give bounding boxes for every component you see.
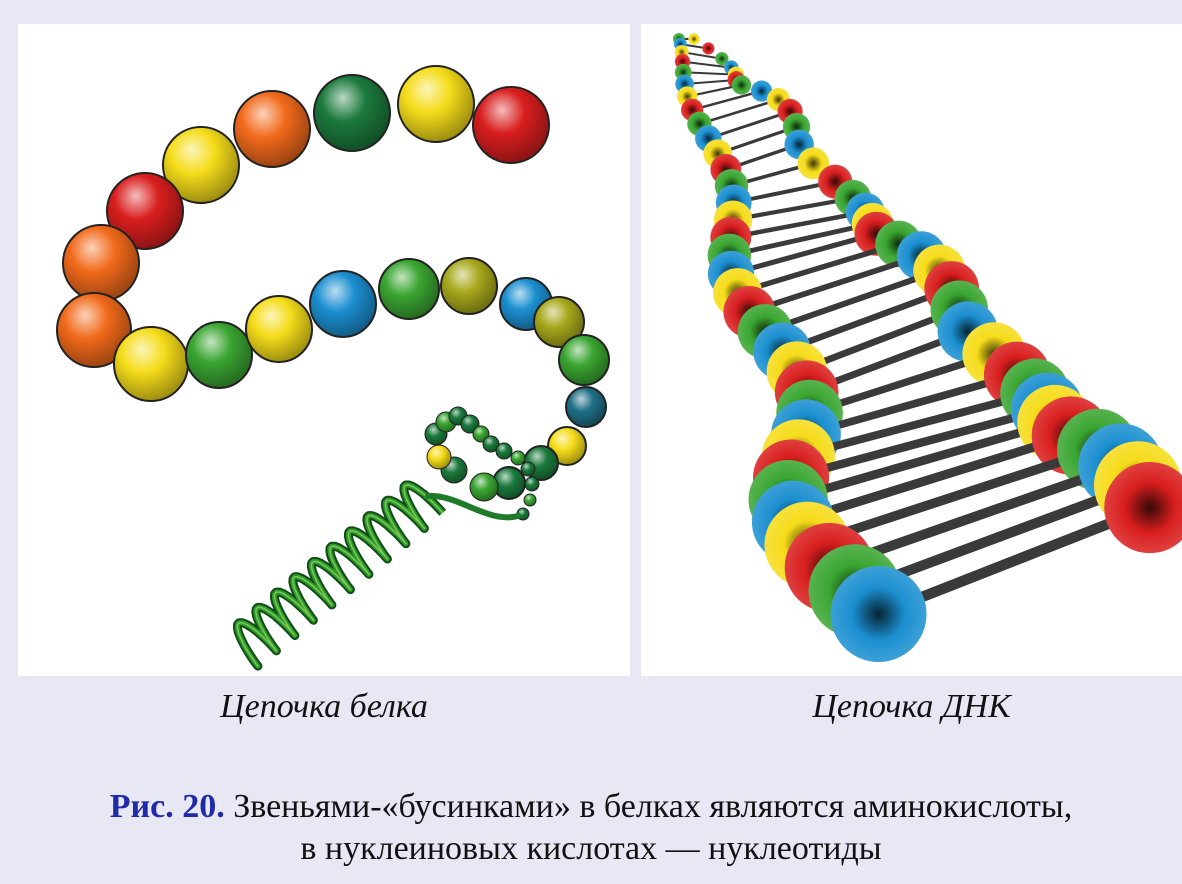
nucleotide-bead [688, 33, 699, 44]
amino-acid-bead [496, 443, 512, 459]
alpha-helix [237, 485, 442, 666]
dna-chain-illustration [641, 24, 1182, 676]
dna-chain-panel [641, 24, 1182, 676]
amino-acid-bead [398, 66, 474, 142]
amino-acid-bead [427, 445, 451, 469]
amino-acid-bead [63, 225, 139, 301]
figure-label: Рис. 20. [110, 788, 225, 825]
nucleotide-bead [702, 42, 714, 54]
amino-acid-bead [511, 451, 525, 465]
amino-acid-bead [525, 477, 539, 491]
amino-acid-bead [470, 473, 498, 501]
nucleotide-bead [831, 566, 927, 662]
amino-acid-bead [559, 335, 609, 385]
amino-acid-bead [524, 494, 536, 506]
nucleotide-bead [732, 75, 751, 94]
amino-acid-bead [114, 327, 188, 401]
figure-caption-line2: в нуклеиновых кислотах — нуклеотиды [300, 830, 881, 867]
protein-chain-illustration [18, 24, 630, 676]
protein-chain-caption: Цепочка белка [18, 688, 630, 726]
figure-caption: Рис. 20. Звеньями-«бусинками» в белках я… [0, 786, 1182, 870]
figure-caption-line1: Звеньями-«бусинками» в белках являются а… [233, 788, 1072, 825]
amino-acid-bead [246, 296, 312, 362]
dna-chain-caption: Цепочка ДНК [641, 688, 1182, 726]
amino-acid-bead [186, 322, 252, 388]
amino-acid-bead [566, 387, 606, 427]
amino-acid-bead [379, 259, 439, 319]
amino-acid-bead [441, 258, 497, 314]
amino-acid-bead [234, 91, 310, 167]
amino-acid-bead [310, 271, 376, 337]
protein-chain-panel [18, 24, 630, 676]
amino-acid-bead [521, 462, 535, 476]
amino-acid-bead [473, 87, 549, 163]
amino-acid-bead [314, 75, 390, 151]
